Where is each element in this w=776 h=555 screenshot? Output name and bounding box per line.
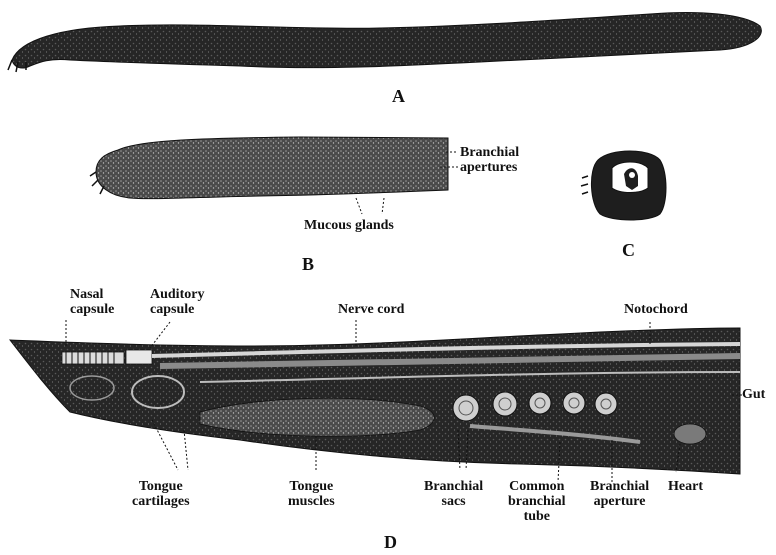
panel-a-hagfish-body (8, 13, 761, 73)
panel-letter-d: D (384, 532, 397, 553)
label-common-branchial-tube: Common branchial tube (508, 479, 566, 524)
label-mucous-glands: Mucous glands (304, 218, 394, 233)
panel-d-section (10, 320, 744, 482)
label-gut: Gut (742, 387, 765, 402)
panel-letter-b: B (302, 254, 314, 275)
heart-shape (674, 424, 706, 444)
label-auditory-capsule: Auditory capsule (150, 287, 204, 317)
label-nerve-cord: Nerve cord (338, 302, 404, 317)
label-nasal-capsule: Nasal capsule (70, 287, 114, 317)
nasal-capsule-shape (62, 352, 124, 364)
label-branchial-sacs: Branchial sacs (424, 479, 483, 509)
auditory-capsule-shape (126, 350, 152, 364)
label-tongue-muscles: Tongue muscles (288, 479, 335, 509)
panel-c-cross-section (581, 151, 666, 220)
label-branchial-apertures: Branchial apertures (460, 145, 519, 175)
label-tongue-cartilages: Tongue cartilages (132, 479, 190, 509)
label-notochord: Notochord (624, 302, 688, 317)
label-heart: Heart (668, 479, 703, 494)
panel-b-head (90, 137, 458, 214)
panel-letter-c: C (622, 240, 635, 261)
leader-mucous-glands (356, 198, 384, 214)
panel-letter-a: A (392, 86, 405, 107)
label-branchial-aperture: Branchial aperture (590, 479, 649, 509)
